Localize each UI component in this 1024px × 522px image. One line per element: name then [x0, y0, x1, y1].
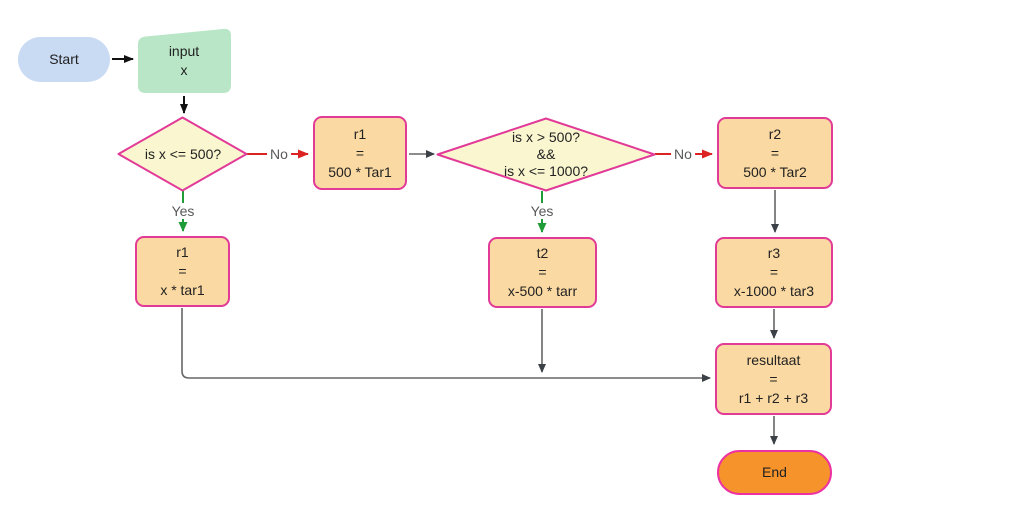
end-label: End [762, 464, 787, 480]
decision1-shape [117, 116, 248, 192]
decision2-node: is x > 500? && is x <= 1000? [438, 119, 654, 190]
decision1-question: is x <= 500? [144, 145, 222, 162]
process-line: = [770, 144, 780, 161]
process-line: = [355, 144, 365, 161]
process-line: r3 [767, 245, 781, 261]
process-line: resultaat [746, 351, 801, 368]
decision1-node: is x <= 500? [119, 118, 247, 190]
process-line: x-500 * tarr [507, 283, 578, 299]
process-r1-fixed: r1 = 500 * Tar1 [313, 116, 407, 190]
edge-label-no-1: No [267, 146, 291, 162]
process-line: r1 [176, 244, 189, 260]
process-line: x-1000 * tar3 [733, 283, 815, 299]
process-line: = [769, 370, 778, 387]
process-r2-fixed: r2 = 500 * Tar2 [717, 117, 833, 189]
start-node: Start [18, 37, 110, 82]
edge-label-no-2: No [671, 146, 695, 162]
input-node: input x [137, 30, 231, 92]
decision2-question: && [536, 146, 556, 162]
edge-label-yes-1: Yes [168, 203, 198, 219]
process-line: r1 + r2 + r3 [738, 389, 809, 406]
process-line: = [538, 264, 547, 280]
process-r3-var: r3 = x-1000 * tar3 [715, 237, 833, 308]
decision2-question: is x <= 1000? [503, 163, 589, 179]
start-label: Start [49, 51, 79, 67]
input-line: input [168, 43, 200, 59]
input-shape [138, 28, 231, 94]
process-result: resultaat = r1 + r2 + r3 [715, 343, 832, 415]
process-line: = [769, 264, 779, 280]
process-line: x * tar1 [160, 282, 205, 298]
process-line: r1 [353, 125, 367, 142]
process-line: t2 [536, 245, 549, 261]
input-line: x [180, 62, 188, 78]
process-line: 500 * Tar2 [743, 163, 807, 180]
edge-label-yes-2: Yes [527, 203, 557, 219]
edge-r1var-to-result [181, 308, 711, 382]
process-t2-var: t2 = x-500 * tarr [488, 237, 597, 308]
decision2-question: is x > 500? [511, 129, 581, 145]
end-node: End [717, 450, 832, 495]
process-line: = [178, 263, 187, 279]
process-line: 500 * Tar1 [328, 163, 392, 180]
process-line: r2 [768, 125, 782, 142]
process-r1-var: r1 = x * tar1 [135, 236, 230, 307]
decision2-shape [436, 117, 656, 192]
